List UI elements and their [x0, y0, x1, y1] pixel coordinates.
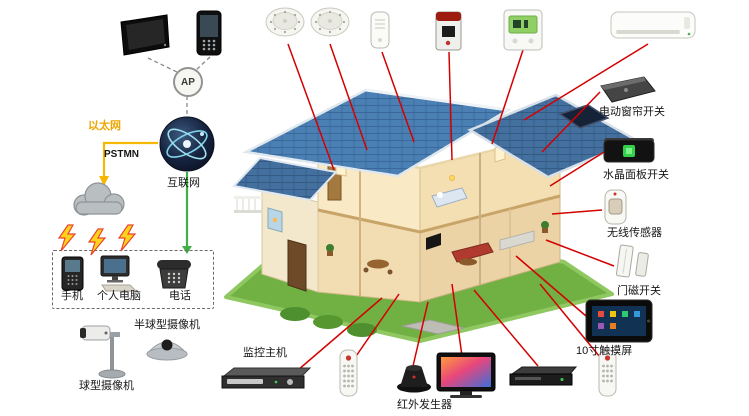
window-sensor-icon: [368, 10, 392, 52]
smoke-detector-icon: [265, 6, 305, 40]
cloud-icon: [66, 178, 132, 220]
ball-camera-label: 球型摄像机: [79, 380, 134, 392]
internet-label: 互联网: [167, 177, 200, 189]
terminal-group-box: [52, 250, 214, 309]
video-doorphone-icon: [434, 10, 464, 52]
smoke-detector-icon: [310, 6, 350, 40]
crystal-panel-label: 水晶面板开关: [603, 169, 669, 181]
lightning-icon: [86, 228, 108, 256]
dome-camera-label: 半球型摄像机: [134, 319, 200, 331]
ptz-camera-icon: [80, 322, 128, 380]
set-top-box-icon: [506, 364, 578, 390]
thermostat-icon: [502, 8, 544, 52]
touchscreen-icon: [584, 298, 656, 344]
curtain-switch-icon: [596, 76, 660, 104]
ap-label: AP: [181, 76, 195, 88]
ap-node: AP: [173, 67, 203, 97]
crystal-panel-switch-icon: [602, 134, 660, 166]
ethernet-label: 以太网: [88, 120, 121, 132]
ir-emitter-label: 红外发生器: [397, 399, 452, 411]
dvr-icon: [218, 364, 312, 392]
telephone-label: 电话: [169, 290, 191, 302]
pc-label: 个人电脑: [97, 290, 141, 302]
desktop-pc-icon: [98, 254, 140, 294]
air-conditioner-icon: [610, 8, 698, 44]
wireless-pir-sensor-icon: [602, 188, 630, 228]
dome-camera-icon: [144, 332, 190, 364]
remote-control-icon: [338, 348, 360, 398]
wireless-sensor-label: 无线传感器: [607, 227, 662, 239]
mobile-label: 手机: [61, 290, 83, 302]
door-magnet-icon: [612, 244, 658, 284]
monitor-host-label: 监控主机: [243, 347, 287, 359]
telephone-icon: [154, 256, 196, 292]
lightning-icon: [56, 224, 78, 252]
door-magnet-label: 门磁开关: [617, 285, 661, 297]
smartphone-icon: [196, 10, 222, 56]
touchscreen-label: 10寸触摸屏: [576, 345, 633, 357]
remote-control-icon: [597, 348, 619, 398]
wall-tablet-icon: [118, 14, 172, 56]
lightning-icon: [116, 224, 138, 252]
curtain-switch-label: 电动窗帘开关: [599, 106, 665, 118]
pstmn-label: PSTMN: [104, 149, 139, 160]
mobile-phone-icon: [60, 256, 86, 292]
ir-emitter-icon: [392, 362, 436, 394]
tv-icon: [436, 352, 498, 400]
internet-globe-icon: [157, 114, 217, 174]
